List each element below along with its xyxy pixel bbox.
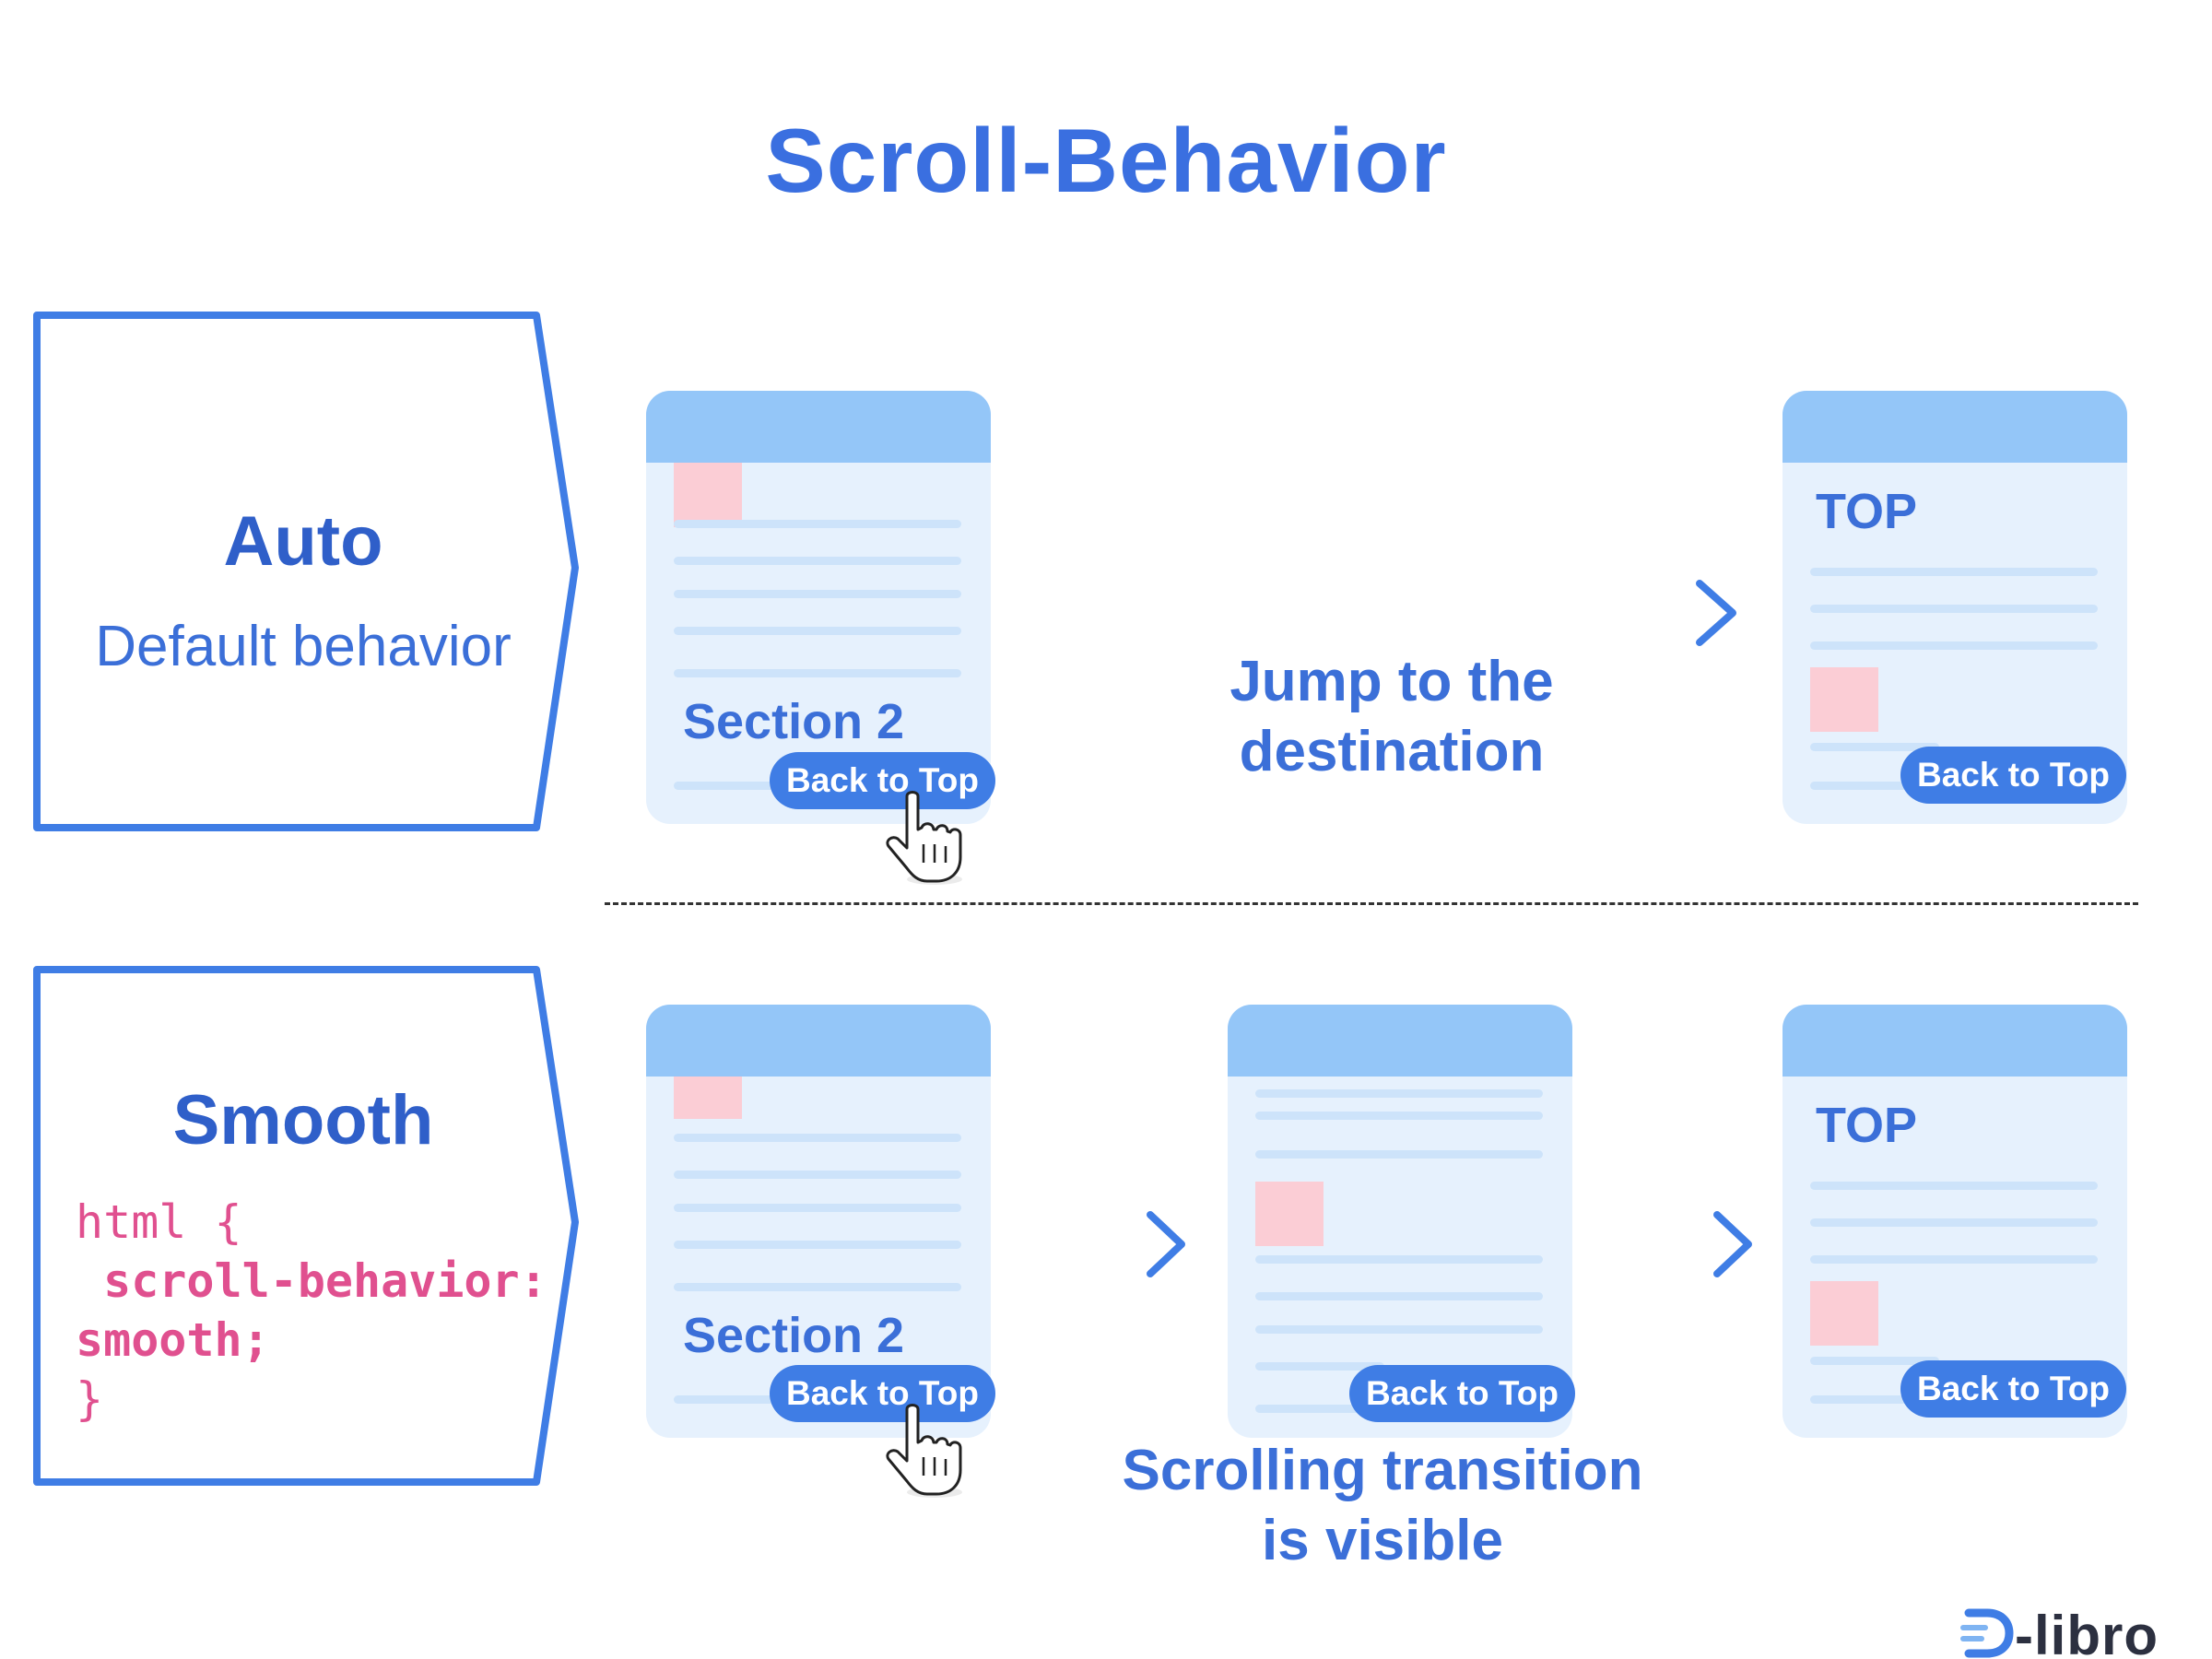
page-text-line — [1255, 1292, 1543, 1300]
code-line: scroll-behavior: — [76, 1254, 547, 1308]
page-image-block — [1810, 1281, 1878, 1346]
page-image-block — [1810, 667, 1878, 732]
back-to-top-button[interactable]: Back to Top — [1900, 747, 2126, 804]
page-image-block — [1255, 1182, 1324, 1246]
code-line: } — [76, 1372, 104, 1426]
auto-page-section2: Section 2 — [646, 391, 991, 824]
section-2-label: Section 2 — [683, 1308, 905, 1363]
jump-arrow-icon — [1032, 580, 1736, 646]
auto-caption: Jump to the destination — [1106, 647, 1677, 787]
page-header-bar — [646, 391, 991, 463]
smooth-name: Smooth — [172, 1081, 434, 1159]
page-text-line — [674, 782, 784, 790]
back-to-top-button[interactable]: Back to Top — [1349, 1365, 1575, 1422]
page-text-line — [674, 590, 961, 598]
page-text-line — [1255, 1405, 1366, 1413]
dlibro-logo-icon — [1960, 1608, 2014, 1658]
top-label: TOP — [1816, 484, 1918, 539]
page-text-line — [1810, 605, 2098, 613]
page-text-line — [674, 627, 961, 635]
page-header-bar — [1228, 1005, 1572, 1077]
page-text-line — [1810, 641, 2098, 650]
smooth-caption-line1: Scrolling transition — [1122, 1439, 1643, 1502]
auto-caption-line2: destination — [1239, 720, 1545, 783]
page-text-line — [674, 1241, 961, 1249]
auto-label-box-outline — [33, 312, 579, 831]
auto-name: Auto — [223, 502, 383, 581]
page-text-line — [1810, 1395, 1921, 1404]
dlibro-logo-text: -libro — [2015, 1605, 2159, 1659]
page-text-line — [1255, 1089, 1543, 1098]
page-text-line — [1255, 1255, 1543, 1264]
page-text-line — [1810, 1255, 2098, 1264]
auto-caption-line1: Jump to the — [1230, 650, 1554, 713]
page-header-bar — [1783, 1005, 2127, 1077]
code-line: smooth; — [76, 1313, 270, 1367]
pointer-hand-icon — [886, 1404, 962, 1498]
transition-arrow-icon — [1599, 1211, 1752, 1277]
pointer-hand-icon — [886, 791, 962, 885]
smooth-caption: Scrolling transition is visible — [1088, 1436, 1677, 1576]
page-text-line — [1810, 1218, 2098, 1227]
page-text-line — [1255, 1112, 1543, 1120]
page-text-line — [1255, 1325, 1543, 1334]
smooth-label-box-outline — [33, 966, 579, 1486]
page-header-bar — [646, 1005, 991, 1077]
page-text-line — [1810, 1357, 1939, 1365]
page-text-line — [1810, 1182, 2098, 1190]
page-image-block — [674, 463, 742, 527]
page-text-line — [674, 1395, 784, 1404]
auto-label-box: Auto Default behavior — [31, 310, 584, 835]
back-to-top-button[interactable]: Back to Top — [1900, 1360, 2126, 1418]
page-text-line — [674, 1283, 961, 1291]
page-text-line — [1810, 743, 1939, 751]
smooth-caption-line2: is visible — [1262, 1509, 1503, 1572]
page-text-line — [674, 669, 961, 677]
back-to-top-button[interactable]: Back to Top — [770, 1365, 995, 1422]
auto-subtitle: Default behavior — [95, 615, 512, 678]
page-text-line — [1255, 1362, 1384, 1371]
row-divider — [605, 902, 2138, 905]
smooth-label-box: Smooth html { scroll-behavior:smooth;} — [31, 964, 584, 1489]
page-text-line — [1810, 782, 1921, 790]
page-text-line — [1255, 1150, 1543, 1159]
page-text-line — [674, 520, 961, 528]
transition-arrow-icon — [1032, 1211, 1185, 1277]
section-2-label: Section 2 — [683, 694, 905, 749]
page-text-line — [674, 1204, 961, 1212]
css-code-snippet: html { scroll-behavior:smooth;} — [76, 1193, 547, 1429]
page-image-block — [674, 1077, 742, 1119]
diagram-title: Scroll-Behavior — [765, 110, 1447, 211]
back-to-top-button[interactable]: Back to Top — [770, 752, 995, 809]
page-text-line — [1810, 568, 2098, 576]
page-header-bar — [1783, 391, 2127, 463]
code-line: html { — [76, 1195, 242, 1249]
page-text-line — [674, 557, 961, 565]
page-text-line — [674, 1134, 961, 1142]
top-label: TOP — [1816, 1098, 1918, 1153]
page-text-line — [674, 1171, 961, 1179]
